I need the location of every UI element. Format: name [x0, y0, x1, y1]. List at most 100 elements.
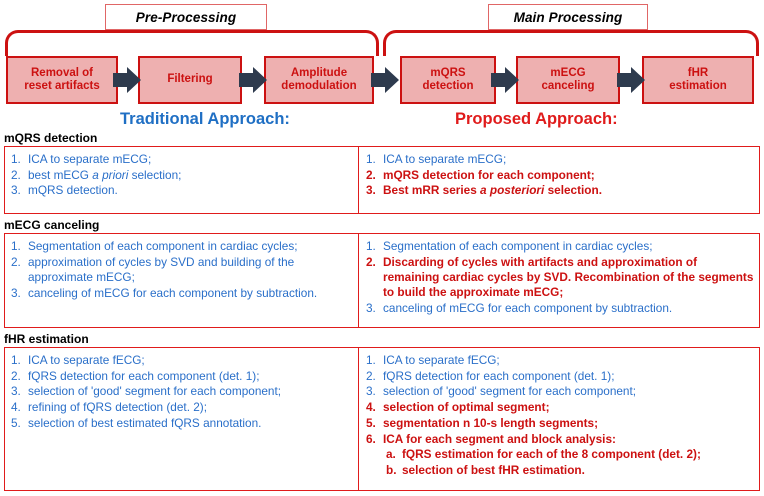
- step-number: 3.: [11, 384, 21, 399]
- step-item: 2. Discarding of cycles with artifacts an…: [366, 255, 755, 301]
- step-item: 1.Segmentation of each component in card…: [11, 239, 352, 254]
- step-list-traditional: 1.Segmentation of each component in card…: [11, 239, 352, 301]
- step-number: 3.: [366, 384, 376, 399]
- column-traditional: 1.Segmentation of each component in card…: [5, 234, 358, 305]
- flow-box-line2: reset artifacts: [24, 80, 100, 92]
- column-proposed: 1. ICA to separate mECG; 2. mQRS detection…: [360, 147, 761, 203]
- phase-label-main-processing: Main Processing: [488, 4, 648, 30]
- step-text: mQRS detection for each component;: [383, 167, 595, 182]
- column-traditional: 1. ICA to separate fECG;2.fQRS detection…: [5, 348, 358, 436]
- step-text: Segmentation of each component in cardia…: [28, 239, 298, 253]
- heading-traditional-approach: Traditional Approach:: [120, 110, 290, 128]
- step-text: mQRS detection.: [28, 183, 118, 198]
- step-text: Discarding of cycles with artifacts and …: [383, 254, 754, 300]
- step-text: Best mRR series a posteriori selection.: [383, 183, 602, 198]
- step-number: 2.: [11, 254, 21, 269]
- section-title-fhr-estimation: fHR estimation: [4, 332, 89, 346]
- step-number: 1.: [366, 239, 376, 253]
- step-text: best mECG a priori selection;: [28, 167, 182, 182]
- step-item: a.fQRS estimation for each of the 8 comp…: [366, 447, 755, 462]
- step-item: 2. mQRS detection for each component;: [366, 168, 755, 183]
- step-item: 6. ICA for each segment and block analysi…: [366, 432, 755, 447]
- column-proposed: 1. Segmentation of each component in card…: [360, 234, 761, 321]
- step-item: 3. canceling of mECG for each component …: [11, 286, 352, 301]
- step-number: 1.: [11, 353, 21, 367]
- step-number: 2.: [11, 368, 21, 383]
- step-text: ICA to separate mECG;: [383, 152, 507, 166]
- step-number: 5.: [366, 415, 376, 430]
- step-text: ICA to separate fECG;: [28, 353, 145, 367]
- flow-box-filtering: Filtering: [138, 56, 242, 104]
- step-number: b.: [386, 462, 397, 477]
- panel-mecg-canceling: 1. Segmentation of each component in card…: [4, 233, 760, 328]
- step-text: selection of 'good' segment for each com…: [383, 384, 637, 399]
- step-number: 6.: [366, 431, 376, 446]
- step-item: 1. ICA to separate mECG;: [366, 152, 755, 167]
- step-item: 3. mQRS detection.: [11, 183, 352, 198]
- step-text: ICA to separate mECG;: [28, 152, 152, 166]
- step-number: 1.: [366, 353, 376, 367]
- step-item: 4. refining of fQRS detection (det. 2);: [11, 400, 352, 415]
- column-proposed: 1. ICA to separate fECG; 2.fQRS detection …: [360, 348, 761, 483]
- step-text: fQRS detection for each component (det. …: [28, 368, 260, 383]
- arrow-right-icon: [371, 67, 399, 93]
- step-list-proposed: 1. Segmentation of each component in card…: [366, 239, 755, 316]
- arrow-right-icon: [617, 67, 645, 93]
- arrow-right-icon: [113, 67, 141, 93]
- section-title-mecg-canceling: mECG canceling: [4, 218, 100, 232]
- step-number: 2.: [366, 254, 376, 269]
- panel-mqrs-detection: 1. ICA to separate mECG; 2. best mECG a pr…: [4, 146, 760, 214]
- step-list-proposed: 1. ICA to separate fECG; 2.fQRS detection …: [366, 353, 755, 478]
- panel-divider: [358, 348, 359, 490]
- step-item: 3.canceling of mECG for each component b…: [366, 301, 755, 316]
- step-item: 1. ICA to separate mECG;: [11, 152, 352, 167]
- step-item: 4. selection of optimal segment;: [366, 400, 755, 415]
- arrow-right-icon: [239, 67, 267, 93]
- step-item: 3. selection of 'good' segment for each c…: [366, 384, 755, 399]
- step-text: refining of fQRS detection (det. 2);: [28, 400, 208, 415]
- step-text: ICA to separate fECG;: [383, 353, 500, 367]
- step-number: a.: [386, 447, 396, 462]
- step-item: 2. best mECG a priori selection;: [11, 168, 352, 183]
- step-text: selection of best fHR estimation.: [402, 462, 585, 477]
- flow-box-line1: Filtering: [167, 73, 213, 86]
- step-text: selection of best estimated fQRS annotat…: [28, 415, 262, 430]
- column-traditional: 1. ICA to separate mECG; 2. best mECG a pr…: [5, 147, 358, 203]
- panel-divider: [358, 147, 359, 213]
- step-text: Segmentation of each component in cardia…: [383, 239, 653, 253]
- step-text: selection of optimal segment;: [383, 400, 550, 415]
- step-text: selection of 'good' segment for each com…: [28, 384, 282, 399]
- step-item: 2. fQRS detection for each component (det…: [11, 369, 352, 384]
- bracket-main-processing: [383, 30, 759, 56]
- flow-box-line1: Removal of: [31, 66, 93, 79]
- step-text: segmentation n 10-s length segments;: [383, 415, 599, 430]
- step-number: 4.: [366, 400, 376, 415]
- step-number: 3.: [11, 183, 21, 198]
- step-list-proposed: 1. ICA to separate mECG; 2. mQRS detection…: [366, 152, 755, 199]
- step-item: 3. selection of 'good' segment for each c…: [11, 384, 352, 399]
- flow-box-line2: demodulation: [281, 80, 357, 92]
- step-number: 1.: [366, 152, 376, 166]
- step-text: canceling of mECG for each component by …: [28, 285, 318, 300]
- step-text: canceling of mECG for each component by …: [383, 300, 673, 315]
- section-title-mqrs-detection: mQRS detection: [4, 131, 98, 145]
- step-item: 1. ICA to separate fECG;: [11, 353, 352, 368]
- step-item: 3. Best mRR series a posteriori selection…: [366, 183, 755, 198]
- step-number: 2.: [366, 167, 376, 182]
- step-list-traditional: 1. ICA to separate fECG;2.fQRS detection…: [11, 353, 352, 431]
- step-text-italic: a priori: [92, 167, 129, 182]
- step-number: 2.: [366, 368, 376, 383]
- flow-box-line2: canceling: [541, 80, 595, 92]
- step-number: 3.: [366, 183, 376, 198]
- step-number: 3.: [11, 285, 21, 300]
- step-text-italic: a posteriori: [480, 183, 545, 198]
- step-number: 4.: [11, 400, 21, 415]
- phase-label-pre-processing: Pre-Processing: [105, 4, 267, 30]
- step-text: ICA for each segment and block analysis:: [383, 431, 616, 446]
- step-number: 2.: [11, 167, 21, 182]
- step-number: 1.: [11, 152, 21, 166]
- step-item: 2.fQRS detection for each component (det…: [366, 369, 755, 384]
